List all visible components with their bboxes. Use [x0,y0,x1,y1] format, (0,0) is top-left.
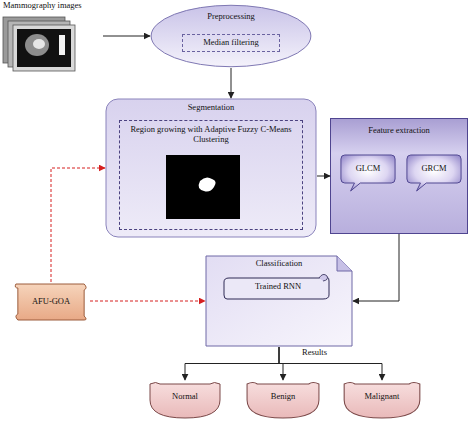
result-box: Normal [148,380,222,420]
flow-arrow [279,347,283,380]
outline-part [13,25,75,71]
node-text: Segmentation [105,98,317,113]
outline-part [25,34,49,56]
node-text: Mammography images [3,1,103,11]
outline-part [341,155,395,191]
result-box: Benign [245,380,321,420]
text-holder: Malignant [342,380,422,414]
callout-bubble: GLCM [339,153,397,193]
node-text: Preprocessing [150,4,312,22]
text-holder: Normal [148,380,222,414]
outline-part [106,99,316,237]
flow-arrow [103,36,150,37]
result-box: Malignant [342,380,422,420]
process-box: SegmentationRegion growing with Adaptive… [105,98,317,238]
node-text: Normal [172,392,198,402]
node-text: Benign [271,392,296,402]
node-text: Classification [205,255,353,269]
node-outline [3,1,103,73]
flow-arrow [185,347,279,380]
text-holder: GLCM [339,153,397,184]
node-text: AFU-GOA [32,297,70,307]
outline-part [17,29,71,67]
dashed-arrow [90,301,205,302]
node-text: GRCM [421,164,446,174]
step-box: Region growing with Adaptive Fuzzy C-Mea… [119,120,303,230]
text-holder: AFU-GOA [12,282,90,322]
outline-part [15,284,86,320]
annotation-label: Results [302,347,327,357]
dashed-arrow [51,168,105,282]
node-text: Feature extraction [331,119,467,136]
text-holder: Median filtering [183,35,279,51]
optimizer-scroll: AFU-GOA [12,282,90,322]
node-text: Trained RNN [255,282,301,292]
node-text: Median filtering [203,38,258,48]
node-outline [339,153,397,193]
outline-part [206,256,352,346]
process-box: ClassificationTrained RNN [205,255,353,347]
model-scroll: Trained RNN [223,273,333,301]
node-outline [405,153,463,193]
node-text: GLCM [356,164,381,174]
text-holder: Benign [245,380,321,414]
node-outline [205,255,353,347]
image-stack: Mammography images [3,1,103,73]
outline-part [59,35,65,55]
outline-part [319,274,328,281]
outline-part [199,177,216,191]
outline-part [224,277,329,299]
outline-part [166,155,240,219]
outline-part [150,383,220,419]
outline-part [337,256,352,271]
flow-arrow [353,234,399,301]
flow-arrow [317,176,330,177]
process-box: Feature extractionGLCM GRCM [330,118,468,234]
outline-part [407,155,461,191]
flow-arrow [231,68,232,98]
outline-part [344,383,420,419]
outline-part [247,383,319,419]
node-text: Malignant [365,392,400,402]
node-text: Region growing with Adaptive Fuzzy C-Mea… [120,121,302,145]
callout-bubble: GRCM [405,153,463,193]
outline-part [3,17,75,71]
step-box: Median filtering [182,34,280,52]
process-ellipse: PreprocessingMedian filtering [150,4,312,68]
outline-part [33,39,45,49]
text-holder: GRCM [405,153,463,184]
flow-arrow [279,347,382,380]
text-holder: Trained RNN [223,273,333,301]
